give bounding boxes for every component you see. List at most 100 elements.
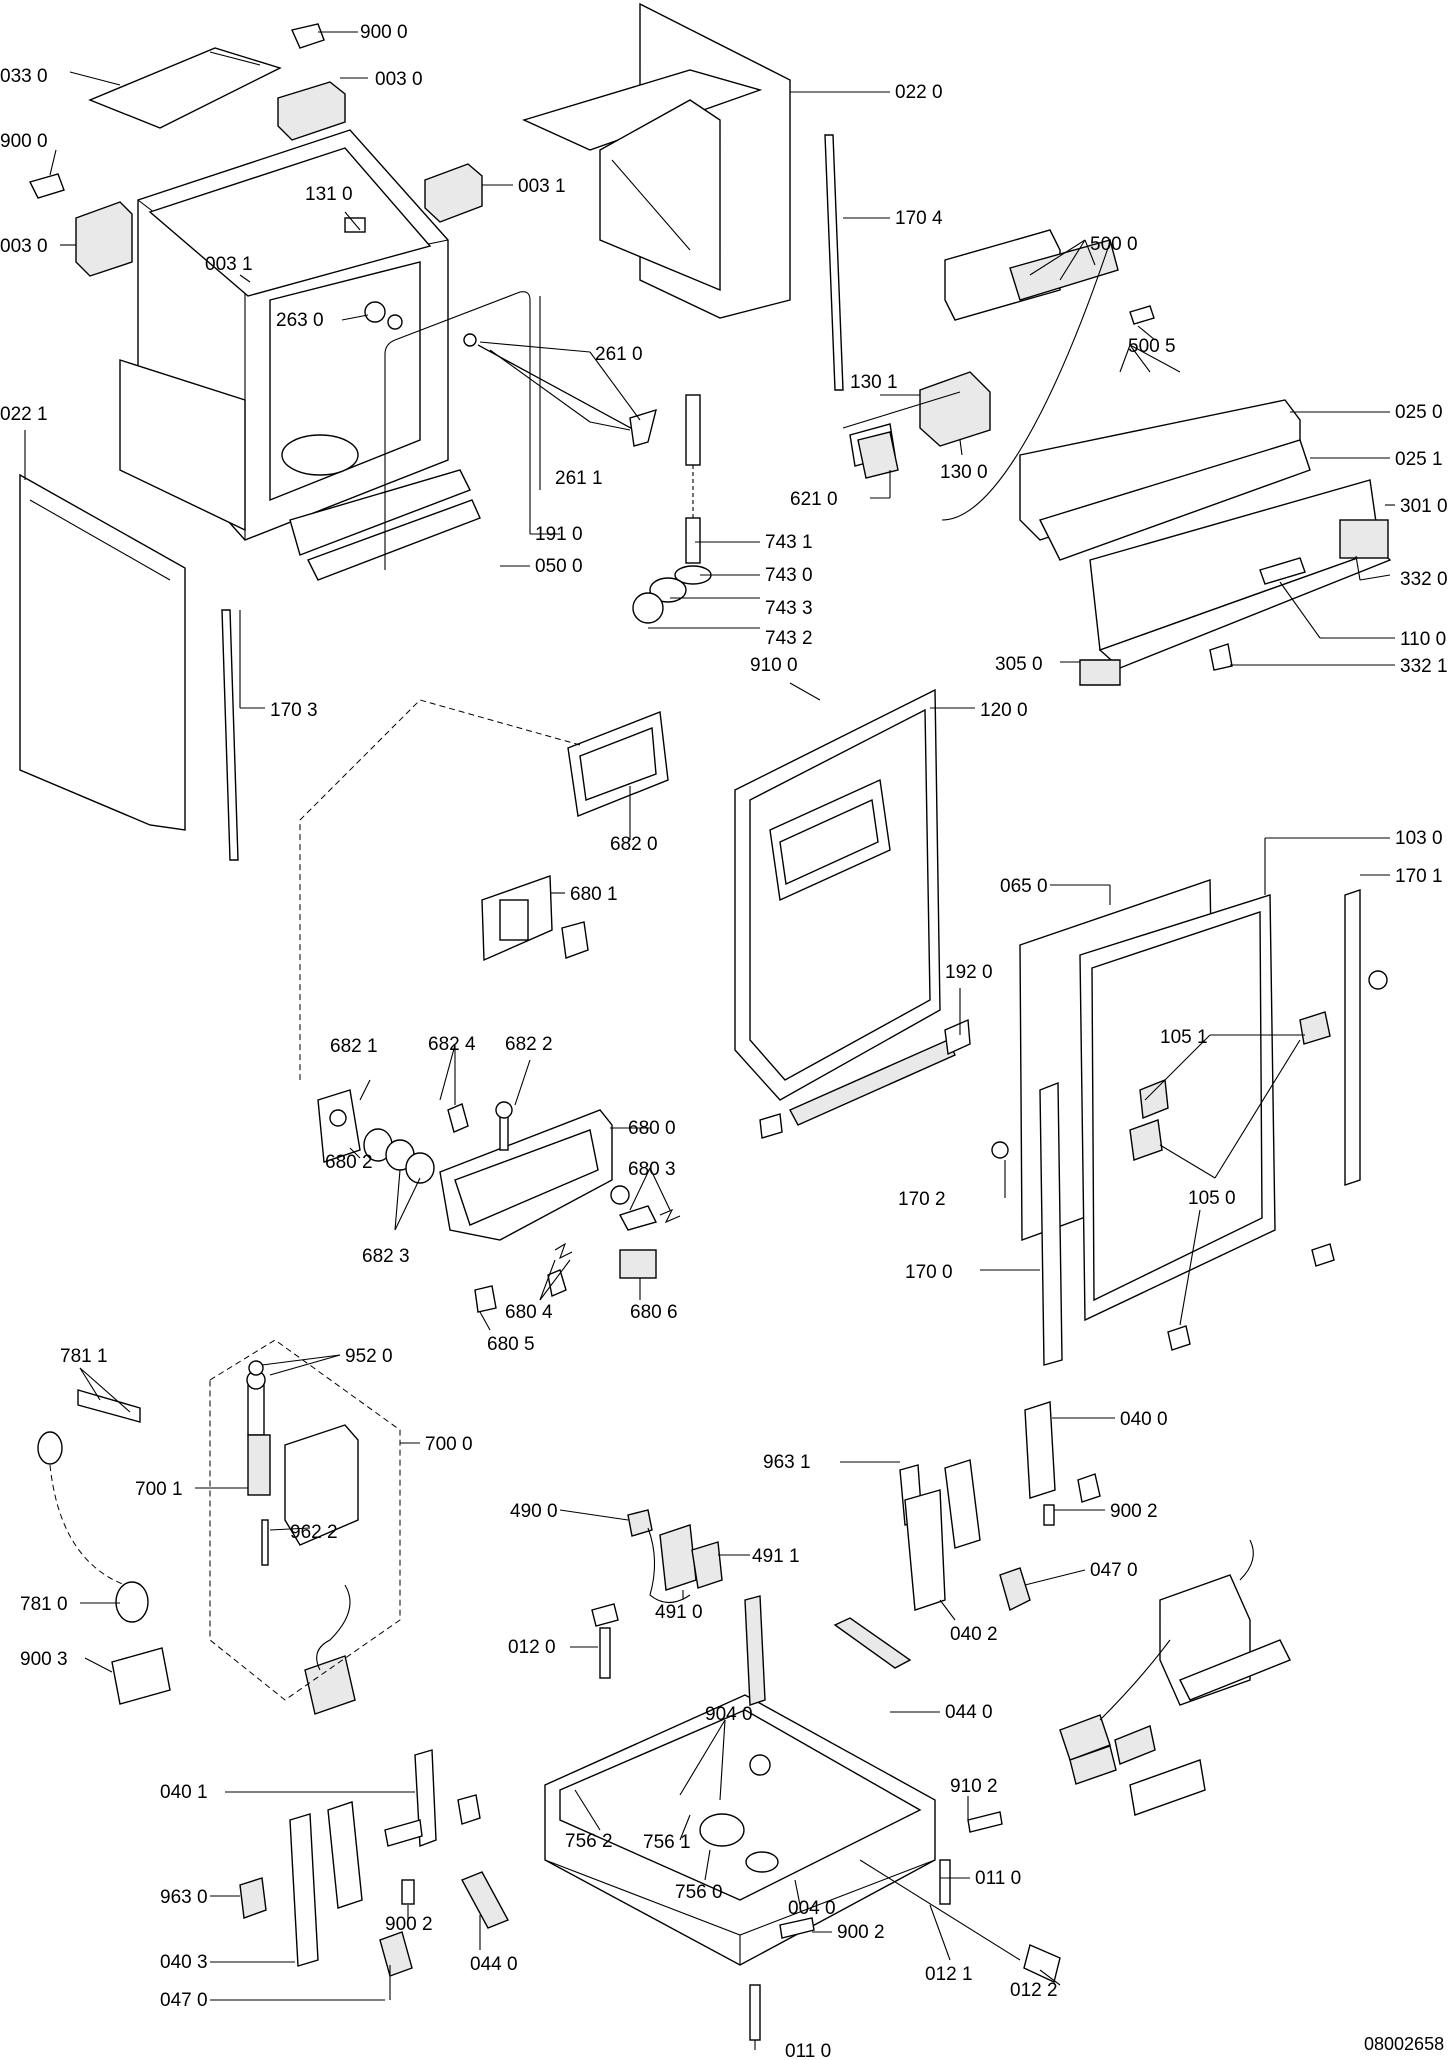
drawing-number: 08002658 (1364, 2034, 1444, 2054)
callout-022-1: 022 1 (0, 404, 48, 425)
callout-033-0: 033 0 (0, 66, 48, 87)
callout-900-3: 900 3 (20, 1649, 68, 1670)
door-seal-loop (384, 291, 541, 570)
callout-491-1: 491 1 (752, 1546, 800, 1567)
callout-963-0: 963 0 (160, 1887, 208, 1908)
callout-332-1: 332 1 (1400, 656, 1448, 677)
callout-756-0: 756 0 (675, 1882, 723, 1903)
callout-680-4: 680 4 (505, 1302, 553, 1323)
screws-and-feet (591, 1603, 1061, 2041)
hinge-bracket-group-right (833, 1401, 1101, 1669)
callout-910-2: 910 2 (950, 1776, 998, 1797)
callout-040-2: 040 2 (950, 1624, 998, 1645)
callout-004-0: 004 0 (788, 1898, 836, 1919)
callout-103-0: 103 0 (1395, 828, 1443, 849)
callout-781-0: 781 0 (20, 1594, 68, 1615)
float-valve-stack (632, 394, 712, 624)
dispenser-small-parts (317, 1089, 513, 1184)
callout-682-1: 682 1 (330, 1036, 378, 1057)
trim-strip (824, 134, 844, 391)
callout-040-0: 040 0 (1120, 1409, 1168, 1430)
callout-191-0: 191 0 (535, 524, 583, 545)
pump-connectors (627, 1509, 723, 1604)
callout-leaders (24, 31, 1395, 2050)
callout-003-0: 003 0 (0, 236, 48, 257)
callout-170-2: 170 2 (898, 1189, 946, 1210)
callout-900-0: 900 0 (0, 131, 48, 152)
callout-680-3: 680 3 (628, 1159, 676, 1180)
callout-900-2: 900 2 (1110, 1501, 1158, 1522)
control-panel-assembly (941, 241, 1392, 686)
callout-192-0: 192 0 (945, 962, 993, 983)
callout-003-1: 003 1 (518, 176, 566, 197)
callout-044-0: 044 0 (945, 1702, 993, 1723)
callout-170-4: 170 4 (895, 208, 943, 229)
wiring-harness (1059, 1539, 1291, 1816)
callout-130-1: 130 1 (850, 372, 898, 393)
callout-743-1: 743 1 (765, 532, 813, 553)
callout-900-2: 900 2 (385, 1914, 433, 1935)
callout-012-0: 012 0 (508, 1637, 556, 1658)
callout-170-3: 170 3 (270, 700, 318, 721)
spray-arm-rail (463, 333, 657, 447)
callout-012-2: 012 2 (1010, 1980, 1058, 2001)
mounting-clip (28, 23, 325, 199)
callout-700-0: 700 0 (425, 1434, 473, 1455)
callout-050-0: 050 0 (535, 556, 583, 577)
callout-500-0: 500 0 (1090, 234, 1138, 255)
side-panel-right (522, 2, 791, 319)
callout-963-1: 963 1 (763, 1452, 811, 1473)
callout-332-0: 332 0 (1400, 569, 1448, 590)
callout-170-1: 170 1 (1395, 866, 1443, 887)
callout-025-1: 025 1 (1395, 449, 1443, 470)
callout-743-2: 743 2 (765, 628, 813, 649)
callout-900-2: 900 2 (837, 1922, 885, 1943)
hinge-bracket-group-left (239, 1749, 509, 1977)
callout-065-0: 065 0 (1000, 876, 1048, 897)
tub-cabinet (119, 129, 481, 581)
callout-110-0: 110 0 (1400, 629, 1446, 650)
callout-130-0: 130 0 (940, 462, 988, 483)
callout-261-0: 261 0 (595, 344, 643, 365)
callout-301-0: 301 0 (1400, 496, 1448, 517)
callout-040-1: 040 1 (160, 1782, 208, 1803)
dispenser-body (439, 1109, 630, 1241)
callout-682-0: 682 0 (610, 834, 658, 855)
callout-261-1: 261 1 (555, 468, 603, 489)
door-bottom-strip (759, 1018, 971, 1139)
callout-680-0: 680 0 (628, 1118, 676, 1139)
callout-500-5: 500 5 (1128, 336, 1176, 357)
callout-120-0: 120 0 (980, 700, 1028, 721)
callout-621-0: 621 0 (790, 489, 838, 510)
side-panel-left (19, 473, 186, 831)
callout-682-2: 682 2 (505, 1034, 553, 1055)
group-outlines (209, 699, 581, 1701)
callout-680-6: 680 6 (630, 1302, 678, 1323)
callout-491-0: 491 0 (655, 1602, 703, 1623)
top-cover-plate (88, 47, 282, 129)
callout-952-0: 952 0 (345, 1346, 393, 1367)
callout-011-0: 011 0 (975, 1868, 1021, 1889)
base-tray (544, 1595, 936, 1966)
sensor-module (857, 431, 899, 479)
callout-743-3: 743 3 (765, 598, 813, 619)
callout-040-3: 040 3 (160, 1952, 208, 1973)
callout-756-1: 756 1 (643, 1832, 691, 1853)
trim-strip-left (221, 609, 239, 861)
callout-263-0: 263 0 (276, 310, 324, 331)
callout-012-1: 012 1 (925, 1964, 973, 1985)
small-fittings (344, 217, 403, 330)
callout-904-0: 904 0 (705, 1704, 753, 1725)
water-inlet-assembly (246, 1360, 359, 1715)
callout-047-0: 047 0 (160, 1990, 208, 2011)
callout-170-0: 170 0 (905, 1262, 953, 1283)
callout-044-0: 044 0 (470, 1954, 518, 1975)
callout-022-0: 022 0 (895, 82, 943, 103)
inner-door-panel (734, 688, 941, 1101)
callout-131-0: 131 0 (305, 184, 353, 205)
callout-756-2: 756 2 (565, 1831, 613, 1852)
callout-910-0: 910 0 (750, 655, 798, 676)
